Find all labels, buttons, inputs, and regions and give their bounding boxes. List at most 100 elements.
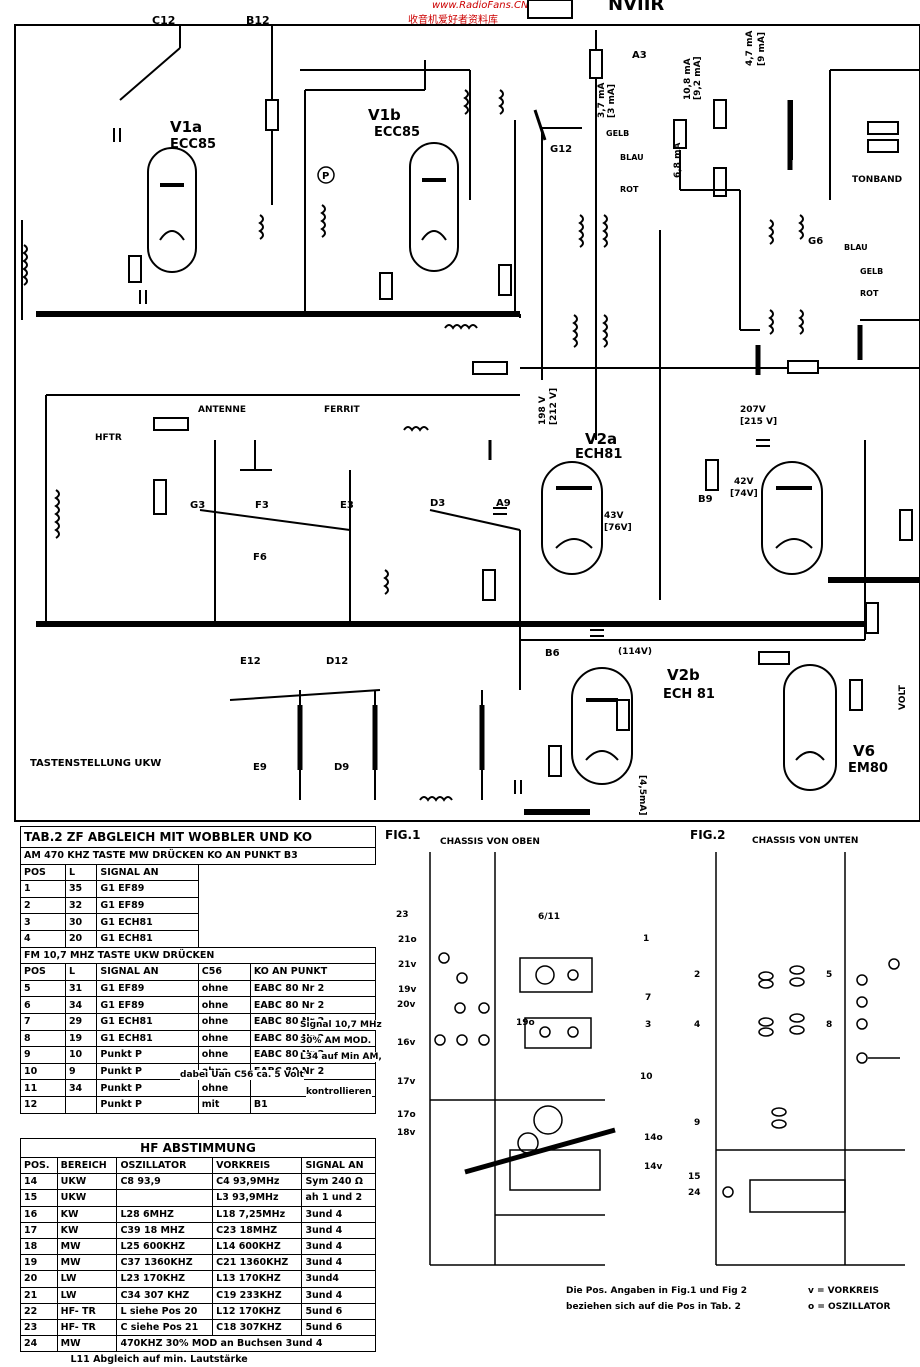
switch-d12: D12 <box>326 656 348 667</box>
tube-type-v1a: ECC85 <box>170 137 216 152</box>
fm-col-l: L <box>64 963 98 981</box>
fig1-title: FIG.1 <box>385 828 421 842</box>
probe-point-p <box>317 166 335 184</box>
fm-note-2: 30% AM MOD. <box>300 1036 372 1046</box>
voltage-207v: 207V <box>740 405 766 415</box>
am-col-l: L <box>64 863 98 882</box>
fig1-callout: 7 <box>645 993 652 1003</box>
fm-note-1: Signal 10,7 MHz <box>300 1020 382 1030</box>
am-col-signal: SIGNAL AN <box>96 863 199 882</box>
wire-color-blau: BLAU <box>620 153 644 162</box>
wire-color-rot-2: ROT <box>860 289 879 298</box>
current-9ma: [9 mA] <box>757 32 767 66</box>
tube-type-v1b: ECC85 <box>374 125 420 140</box>
switch-b9: B9 <box>698 494 713 505</box>
tab2-fm-header: FM 10,7 MHZ TASTE UKW DRÜCKEN <box>20 946 376 965</box>
fm-col-c56: C56 <box>197 963 251 981</box>
hf-footer: L11 Abgleich auf min. Lautstärke <box>70 1354 248 1366</box>
fig1-callout: 21o <box>398 935 417 945</box>
voltage-43v: 43V <box>604 511 624 521</box>
fig1-callout: 10 <box>640 1072 653 1082</box>
empty-cell <box>250 864 375 881</box>
hftr-label: HFTR <box>95 433 122 443</box>
switch-e3: E3 <box>340 500 354 511</box>
current-6-8ma: 6,8 mA <box>673 143 683 178</box>
fig2-callout: 24 <box>688 1188 701 1198</box>
fm-note-5: kontrollieren <box>306 1087 372 1097</box>
table-hf-abstimmung: HF ABSTIMMUNG POS. BEREICH OSZILLATOR VO… <box>20 1138 376 1367</box>
current-3ma: [3 mA] <box>607 84 617 118</box>
fig1-callout: 20v <box>397 1000 416 1010</box>
fig1-callout: 19o <box>516 1018 535 1028</box>
fig2-subtitle: CHASSIS VON UNTEN <box>752 836 859 846</box>
fig2-callout: 5 <box>826 970 833 980</box>
switch-d9: D9 <box>334 762 349 773</box>
switch-c12: C12 <box>152 14 175 27</box>
footnote-line1: Die Pos. Angaben in Fig.1 und Fig 2 <box>566 1286 748 1296</box>
tube-type-v6: EM80 <box>848 761 888 776</box>
model-fragment: NVIIR <box>608 0 665 15</box>
switch-g3: G3 <box>190 500 205 511</box>
voltage-198v: 198 V <box>538 396 548 425</box>
fig1-callout: 19v <box>398 985 417 995</box>
switch-b12: B12 <box>246 14 270 27</box>
legend-oszillator: o = OSZILLATOR <box>808 1302 891 1312</box>
hf-title: HF ABSTIMMUNG <box>20 1138 376 1158</box>
table-zf-abgleich: TAB.2 ZF ABGLEICH MIT WOBBLER UND KO AM … <box>20 826 377 1114</box>
fig1-chassis-drawing <box>429 852 616 1266</box>
current-3-7ma: 3,7 mA <box>597 83 607 118</box>
footnote-line2: beziehen sich auf die Pos in Tab. 2 <box>566 1302 741 1312</box>
tube-id-v1a: V1a <box>170 118 202 136</box>
fig1-callout: 18v <box>397 1128 416 1138</box>
fig2-callout: 4 <box>694 1020 701 1030</box>
tube-id-v6: V6 <box>853 742 875 760</box>
fig1-callout: 14o <box>644 1133 663 1143</box>
tab2-title: TAB.2 ZF ABGLEICH MIT WOBBLER UND KO <box>20 826 376 848</box>
voltage-42v: 42V <box>734 477 754 487</box>
current-4-7ma: 4,7 mA <box>745 31 755 66</box>
wire-color-gelb-2: GELB <box>860 267 883 276</box>
fig1-callout: 17v <box>397 1077 416 1087</box>
fig1-callout: 1 <box>643 934 650 944</box>
probe-label: P <box>322 171 329 182</box>
switch-d3: D3 <box>430 498 445 509</box>
fig1-callout: 17o <box>397 1110 416 1120</box>
watermark-cn: 收音机爱好者资料库 <box>408 15 498 26</box>
switch-g12: G12 <box>550 144 572 155</box>
fig1-subtitle: CHASSIS VON OBEN <box>440 837 540 847</box>
voltage-76v: [76V] <box>604 523 632 533</box>
hf-col-vorkreis: VORKREIS <box>212 1156 303 1175</box>
switch-b6: B6 <box>545 648 560 659</box>
hf-col-pos: POS. <box>20 1156 58 1175</box>
switch-e12: E12 <box>240 656 261 667</box>
voltage-215v: [215 V] <box>740 417 777 427</box>
tonband-label: TONBAND <box>852 175 902 185</box>
tube-id-v1b: V1b <box>368 106 401 124</box>
switch-g6: G6 <box>808 236 823 247</box>
wire-color-gelb: GELB <box>606 129 629 138</box>
watermark-url: www.RadioFans.CN <box>432 0 529 11</box>
hf-col-signal: SIGNAL AN <box>301 1156 376 1175</box>
tube-type-v2b: ECH 81 <box>663 687 715 702</box>
fm-col-pos: POS <box>20 963 66 981</box>
voltage-114v: (114V) <box>618 647 652 657</box>
fig2-callout: 15 <box>688 1172 701 1182</box>
voltage-212v: [212 V] <box>549 388 559 425</box>
fig1-callout: 21v <box>398 960 417 970</box>
ferrit-label: FERRIT <box>324 405 361 415</box>
fig2-callout: 8 <box>826 1020 833 1030</box>
